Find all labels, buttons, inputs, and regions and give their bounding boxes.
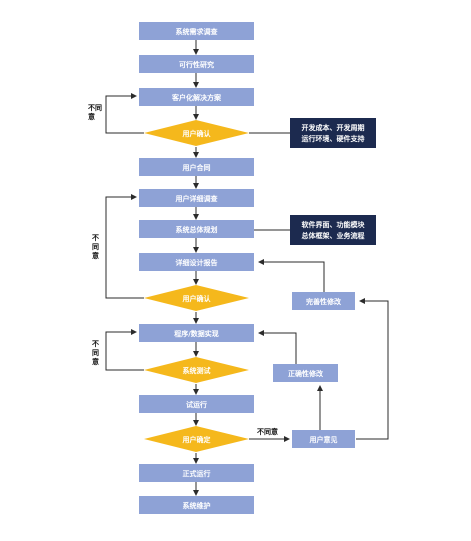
arrow-opinion-perfect: [356, 298, 389, 440]
label-test: 系统测试: [183, 366, 211, 375]
disagree-label-1: 不同 意: [88, 104, 104, 121]
diamond-confirm1[interactable]: [144, 120, 249, 146]
box-trial[interactable]: [139, 395, 254, 413]
label-confirm1: 用户确认: [183, 129, 212, 138]
disagree-2-b: 同: [92, 243, 99, 251]
arrow-perfect-design: [258, 259, 325, 292]
loop-disagree-3: [105, 329, 144, 371]
label-correct-fix: 正确性修改: [288, 369, 324, 378]
label-user-opinion: 用户意见: [310, 435, 338, 444]
label-solution: 客户化解决方案: [171, 93, 222, 102]
disagree-3-a: 不: [92, 340, 99, 348]
disagree-2-a: 不: [92, 234, 99, 242]
process-boxes: 系统需求调查 可行性研究 客户化解决方案 用户合同 用户详细调查 系统总体规划 …: [139, 22, 254, 514]
disagree-label-3: 不 同 意: [92, 340, 101, 366]
box-perfect-fix[interactable]: [292, 292, 355, 310]
label-formal: 正式运行: [183, 469, 211, 478]
box-overall-plan[interactable]: [139, 220, 254, 238]
disagree-label-2: 不 同 意: [92, 234, 101, 260]
note-box-1: [290, 118, 376, 148]
diamond-confirm2[interactable]: [144, 285, 249, 311]
label-survey: 系统需求调查: [176, 27, 219, 36]
box-maintain[interactable]: [139, 496, 254, 514]
note-box-2: [290, 215, 376, 245]
box-user-opinion[interactable]: [292, 430, 355, 448]
note2-line1: 软件界面、功能模块: [302, 220, 366, 229]
label-detail-survey: 用户详细调查: [176, 194, 219, 203]
box-formal[interactable]: [139, 464, 254, 482]
diamond-test[interactable]: [144, 357, 249, 383]
disagree-2-c: 意: [92, 251, 99, 260]
loop-disagree-1: [105, 93, 144, 134]
disagree-labels: 不同 意 不 同 意 不 同 意 不同意: [88, 104, 278, 436]
label-perfect-fix: 完善性修改: [306, 297, 342, 306]
label-feasibility: 可行性研究: [179, 60, 214, 69]
box-contract[interactable]: [139, 158, 254, 176]
label-contract: 用户合同: [183, 163, 211, 172]
box-solution[interactable]: [139, 88, 254, 106]
note1-line1: 开发成本、开发周期: [302, 123, 365, 132]
diamond-confirm3[interactable]: [144, 426, 249, 452]
note2-line2: 总体框架、业务流程: [302, 231, 365, 240]
note1-line2: 运行环境、硬件支持: [302, 134, 365, 143]
label-overall-plan: 系统总体规划: [176, 225, 218, 234]
label-trial: 试运行: [186, 400, 207, 409]
label-program: 程序/数据实现: [174, 329, 219, 338]
loop-disagree-2: [105, 194, 144, 299]
box-correct-fix[interactable]: [273, 364, 338, 382]
label-confirm3: 用户确定: [183, 435, 211, 444]
box-detail-survey[interactable]: [139, 189, 254, 207]
disagree-3-b: 同: [92, 349, 99, 357]
label-maintain: 系统维护: [183, 501, 211, 510]
box-detail-design[interactable]: [139, 253, 254, 271]
decision-diamonds: 用户确认 用户确认 系统测试 用户确定: [144, 120, 249, 452]
disagree-label-4: 不同意: [257, 427, 278, 436]
box-program[interactable]: [139, 324, 254, 342]
note-boxes: 开发成本、开发周期 运行环境、硬件支持 软件界面、功能模块 总体框架、业务流程: [290, 118, 376, 245]
arrow-correct-program: [258, 330, 297, 364]
disagree-3-c: 意: [92, 357, 99, 366]
connectors: [105, 40, 389, 496]
disagree-1-a: 不同: [88, 104, 102, 112]
disagree-1-b: 意: [88, 112, 95, 121]
box-survey[interactable]: [139, 22, 254, 40]
side-boxes: 完善性修改 正确性修改 用户意见: [273, 292, 355, 448]
box-feasibility[interactable]: [139, 55, 254, 73]
label-detail-design: 详细设计报告: [176, 258, 218, 267]
label-confirm2: 用户确认: [183, 294, 212, 303]
